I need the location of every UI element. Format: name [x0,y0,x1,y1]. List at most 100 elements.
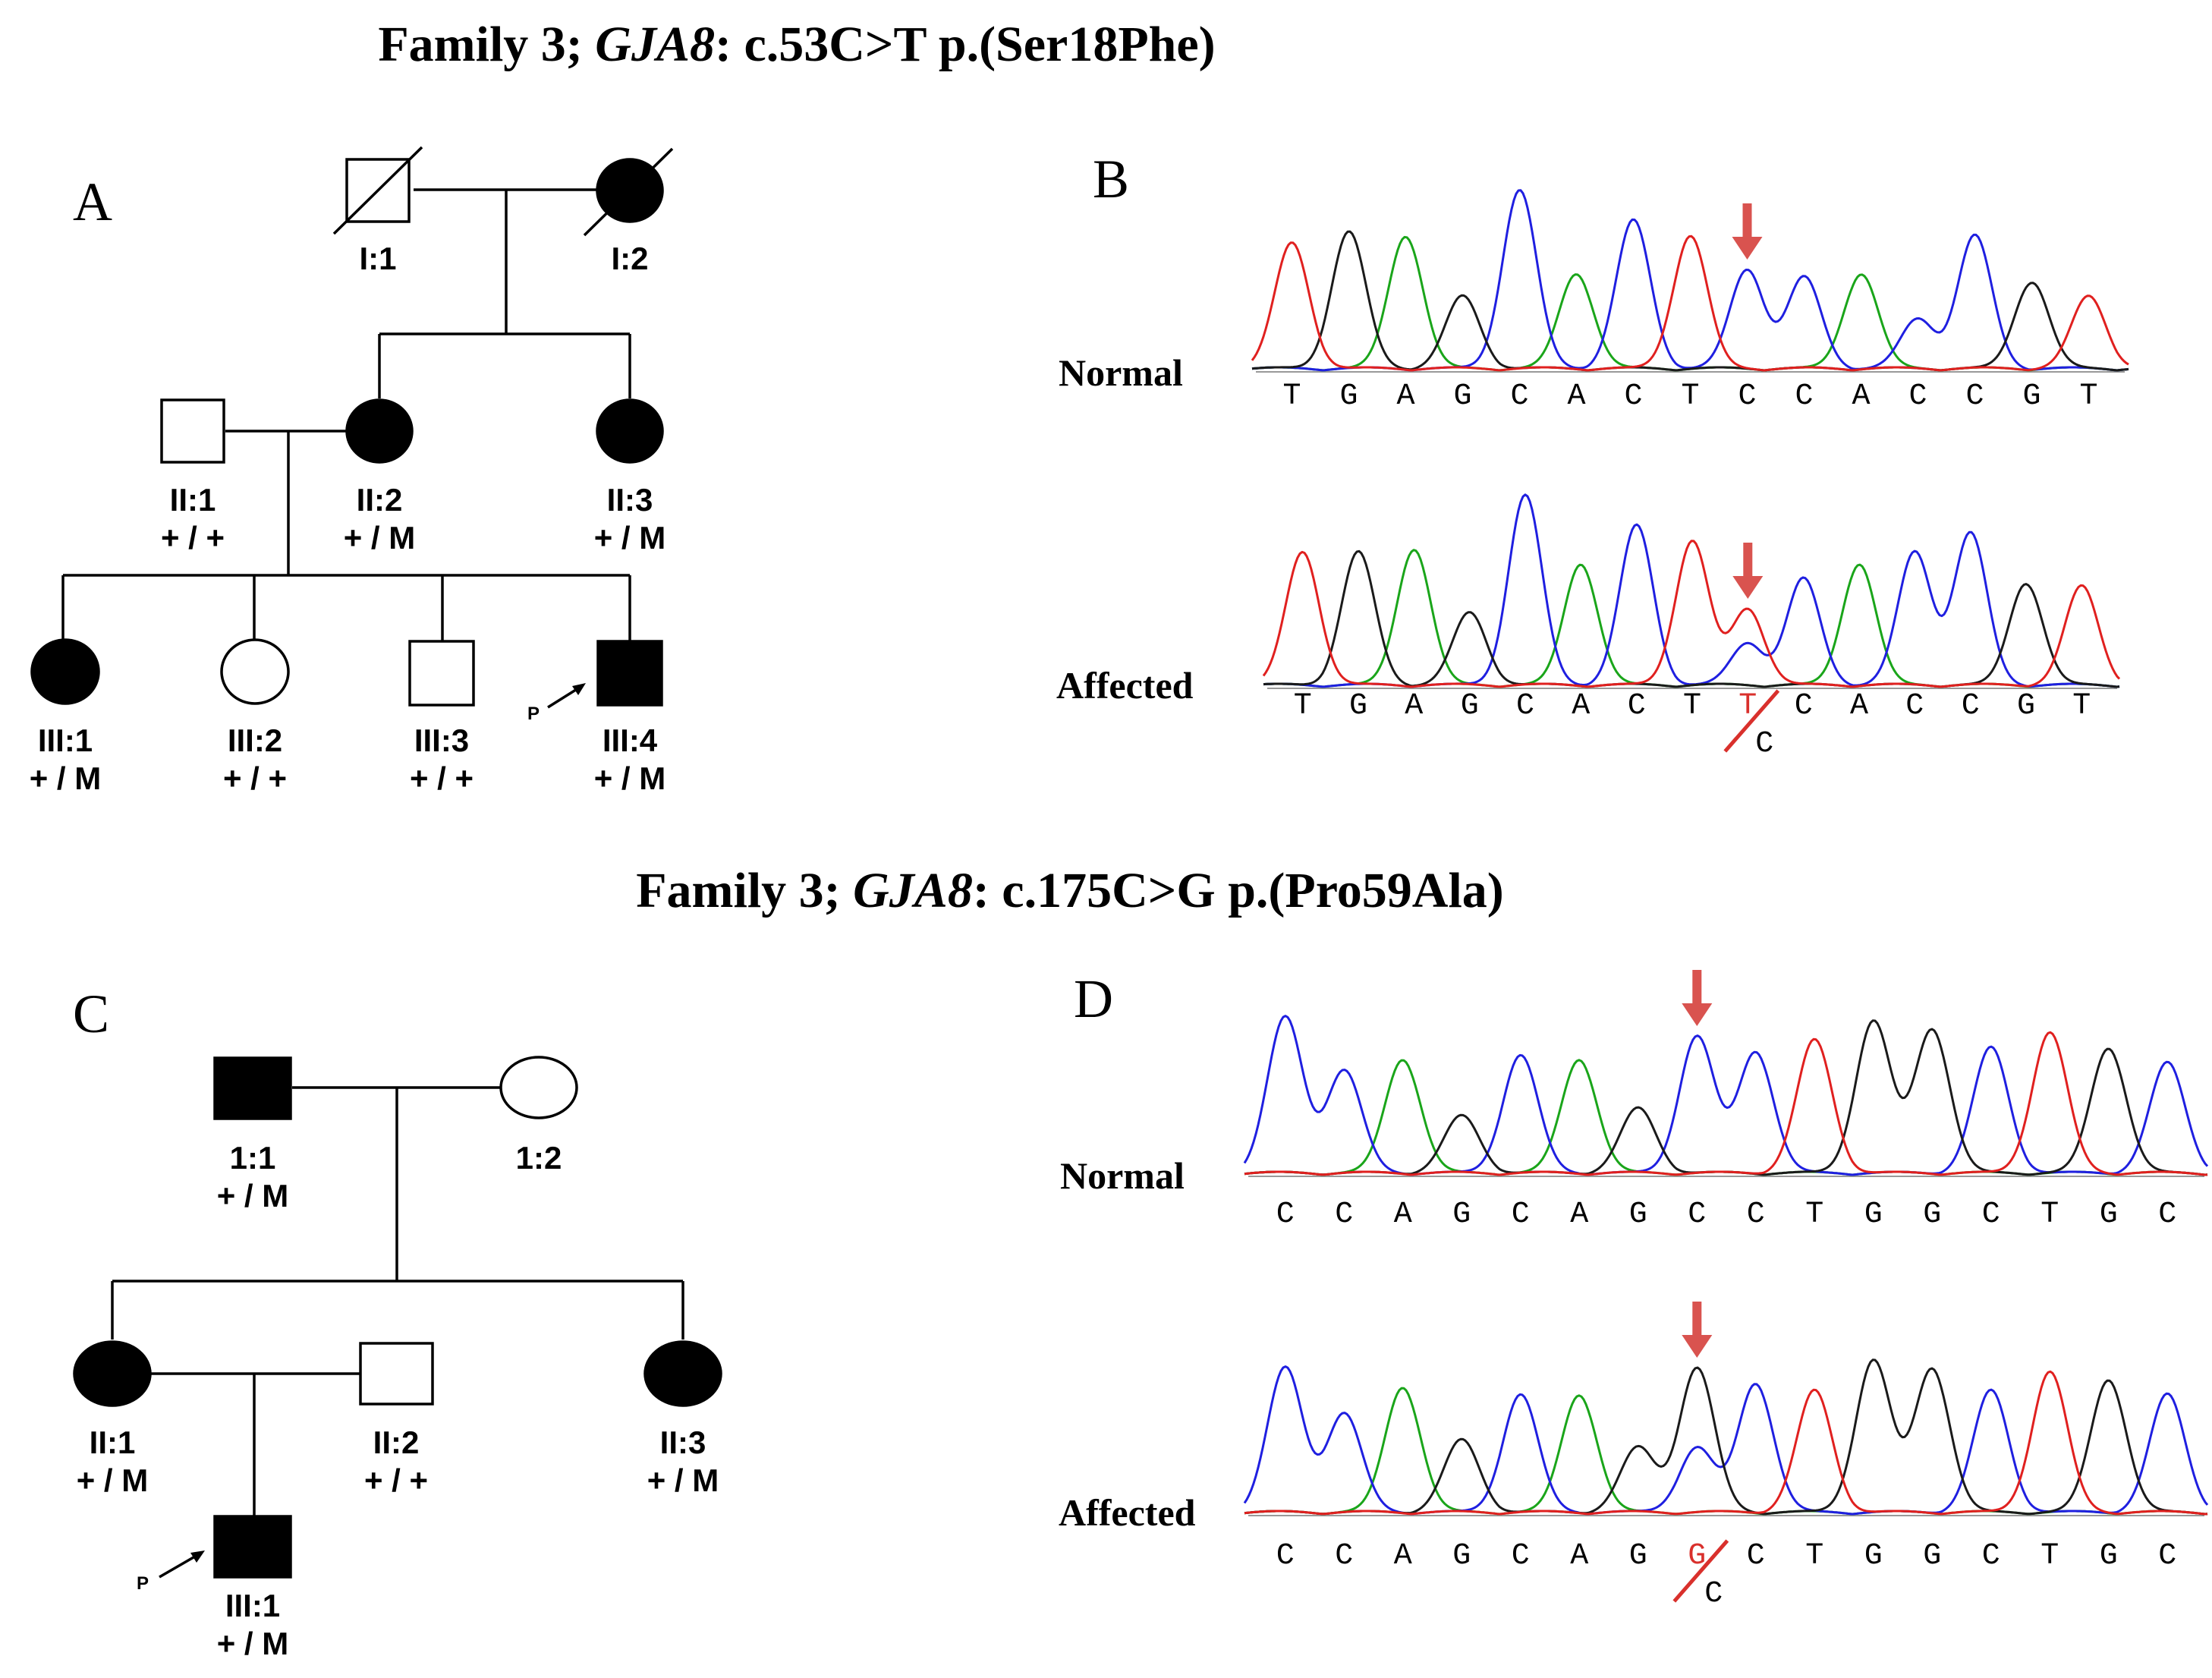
chromatogram-trace-A [1244,1059,2208,1176]
chromatogram-label-normal: Normal [1060,1154,1185,1197]
base-call: A [1572,689,1590,723]
individual-id: III:1 [225,1588,280,1623]
base-call: T [2041,1539,2059,1573]
base-call: C [2158,1198,2176,1232]
panel-label-b: B [1093,149,1129,209]
title-top: Family 3; GJA8: c.53C>T p.(Ser18Phe) [378,17,1215,72]
genotype: + / M [30,760,102,796]
base-call: G [1452,1539,1471,1573]
chromatogram-trace-C [1263,493,2120,688]
base-call: T [1805,1539,1823,1573]
mutation-slash [1723,689,1780,753]
chromatogram-trace-T [1262,540,2121,688]
base-call: C [1962,689,1980,723]
proband-arrow: P [527,683,586,724]
base-call: C [1335,1539,1353,1573]
chromatogram-trace-C [1243,1015,2209,1176]
base-call: T [1681,379,1699,414]
individual-id: III:2 [228,723,282,758]
genotype: + / + [364,1462,428,1498]
base-call: T [1805,1198,1823,1232]
chromatogram-trace-T [1244,1031,2208,1176]
base-call: C [1747,1539,1765,1573]
base-call: G [2100,1198,2118,1232]
base-call: C [1982,1539,2000,1573]
base-call: C [1512,1539,1530,1573]
pedigree-female-symbol [499,1056,578,1119]
genotype: + / M [217,1178,289,1214]
base-call: T [1282,379,1301,414]
reference-base: C [1755,727,1773,761]
individual-id: II:3 [607,482,653,518]
panel-label-d: D [1074,968,1113,1029]
base-call: C [1335,1198,1353,1232]
genotype: + / M [217,1626,289,1661]
pedigree-male-affected-symbol [596,640,663,707]
base-call: G [1339,379,1358,414]
chromatogram-trace-G [1263,549,2120,688]
base-call: G [1629,1198,1647,1232]
base-call: A [1394,1198,1412,1232]
individual-id: II:2 [357,482,403,518]
base-call: A [1570,1198,1588,1232]
panel-label-a: A [73,172,112,232]
genotype: + / M [594,520,666,556]
individual-id: 1:1 [230,1140,276,1176]
individual-id: I:2 [611,241,648,276]
base-call: C [1747,1198,1765,1232]
proband-arrow: P [137,1550,205,1594]
base-call: G [1629,1539,1647,1573]
pedigree-female-affected-symbol [643,1340,722,1407]
mutation-arrow [1732,543,1764,599]
base-call: T [1683,689,1701,723]
base-call: G [2022,379,2041,414]
base-call: G [1452,1198,1471,1232]
pedigree-male-affected-symbol [213,1056,292,1120]
individual-id: II:3 [660,1425,706,1460]
genotype: + / M [77,1462,149,1498]
individual-id: III:3 [414,723,469,758]
base-call: A [1567,379,1585,414]
pedigree-male-affected-symbol [213,1515,292,1579]
pedigree-female-affected-symbol [73,1340,152,1407]
genotype: + / M [594,760,666,796]
pedigree-female-affected-symbol [596,398,664,464]
pedigree-male-symbol [359,1342,434,1406]
pedigree-female-affected-symbol [30,638,100,705]
chromatogram-trace-G [1244,1358,2208,1516]
pedigree-c: 1:1 + / M 1:2 II:1 + / M II:2 + / + II:3… [73,1056,722,1661]
proband-marker: P [137,1573,149,1594]
mutation-arrow [1682,970,1713,1026]
base-call: G [1453,379,1471,414]
chromatogram-trace-T [1244,1370,2208,1516]
genotype: + / + [410,760,474,796]
proband-marker: P [527,704,540,724]
base-call: A [1850,689,1868,723]
base-call: G [2017,689,2035,723]
base-call: G [1349,689,1367,723]
base-call: G [2100,1539,2118,1573]
base-call: C [1624,379,1642,414]
individual-id: II:1 [170,482,216,518]
mutation-arrow [1682,1302,1713,1358]
base-call: A [1396,379,1414,414]
base-call: C [1738,379,1756,414]
base-call: T [2079,379,2097,414]
deceased-slash [583,147,674,237]
base-call: T [2041,1198,2059,1232]
genotype: + / + [161,520,225,556]
pedigree-female-symbol [220,638,290,705]
base-call: C [2158,1539,2176,1573]
base-call: C [1516,689,1534,723]
individual-id: I:1 [359,241,396,276]
chromatogram-label-affected: Affected [1056,664,1194,707]
base-call: A [1405,689,1423,723]
base-call: C [1982,1198,2000,1232]
deceased-slash [332,146,423,235]
base-call: T [2072,689,2091,723]
